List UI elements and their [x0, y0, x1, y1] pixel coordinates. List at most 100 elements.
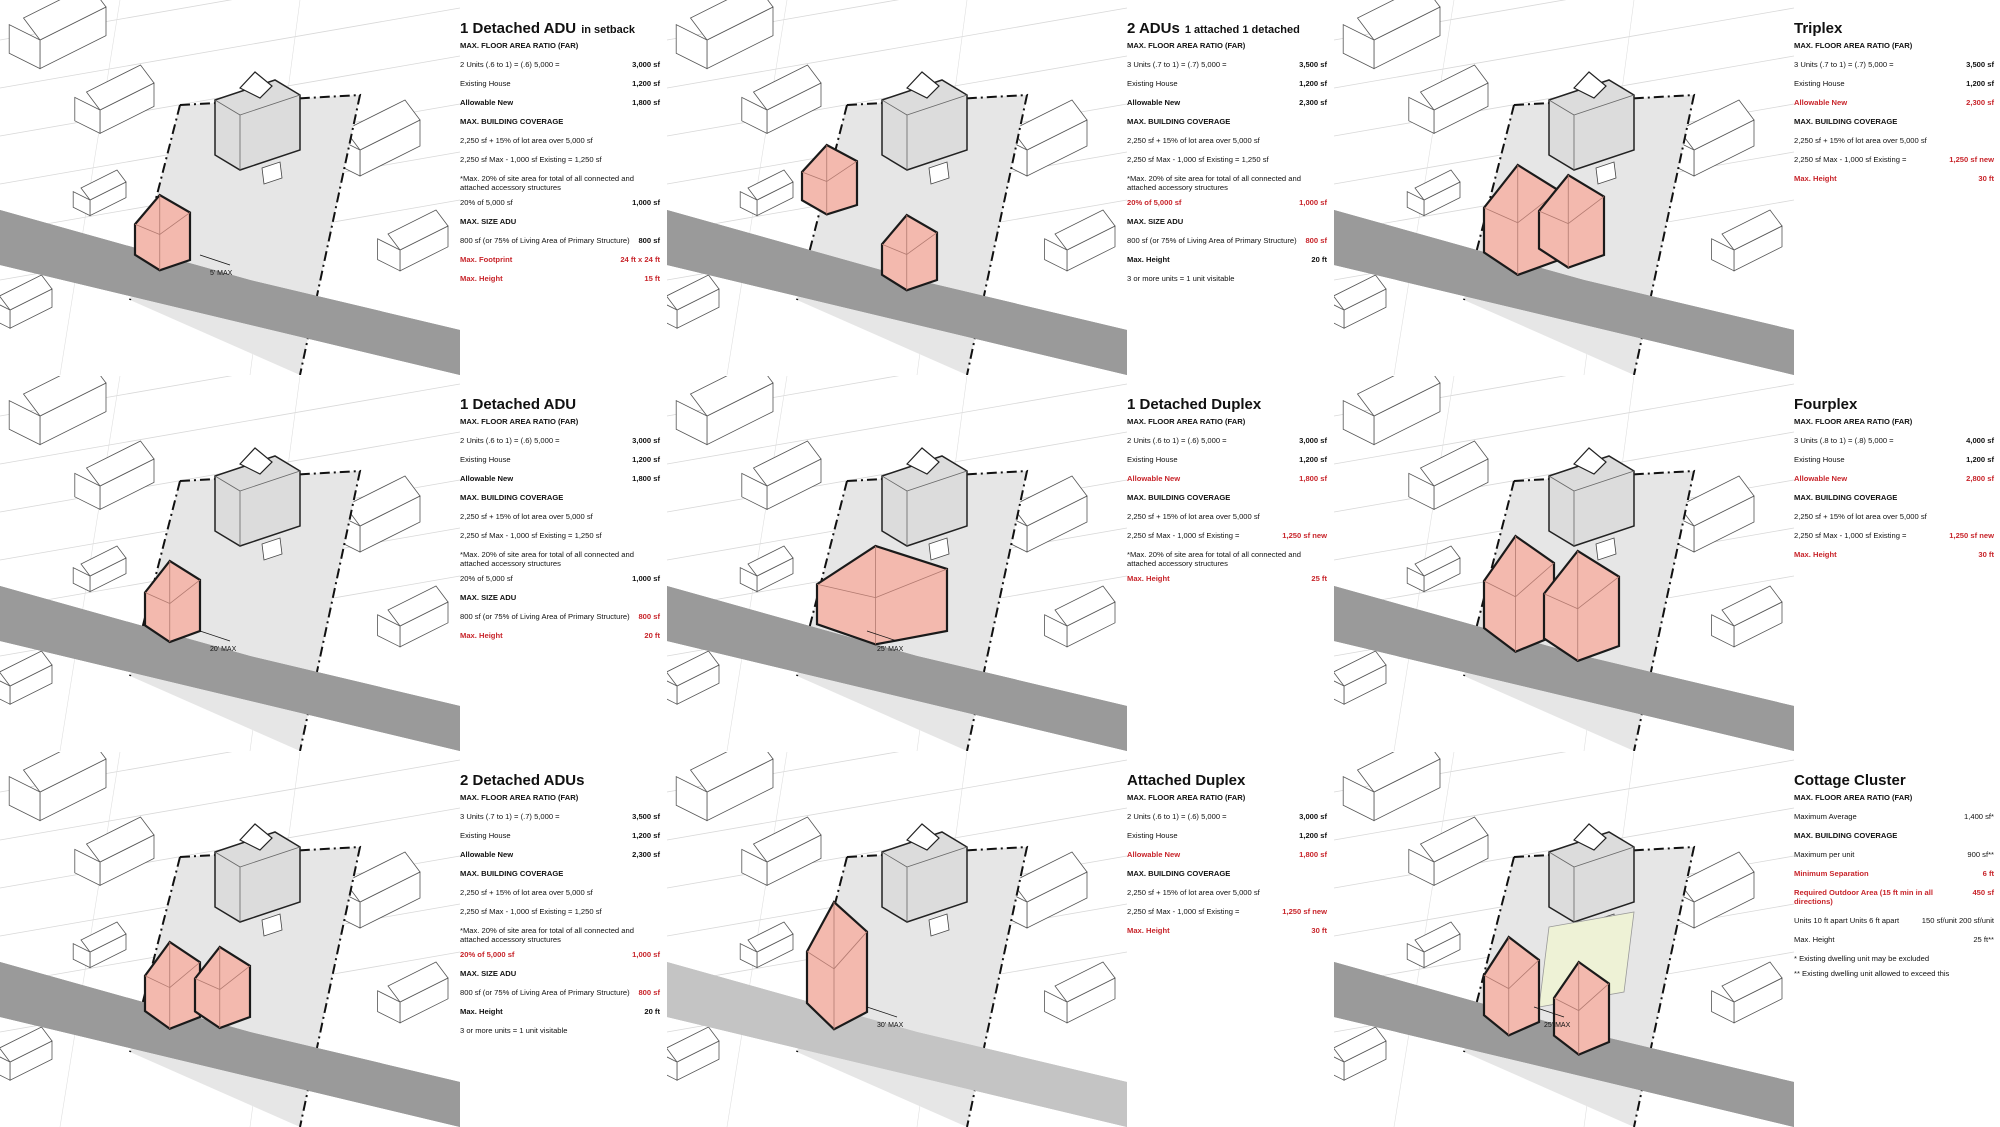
row-label: MAX. FLOOR AREA RATIO (FAR)	[1794, 793, 1913, 802]
row-label: MAX. SIZE ADU	[460, 969, 517, 978]
adu-edge	[1543, 593, 1578, 610]
section-heading: MAX. BUILDING COVERAGE	[460, 493, 660, 502]
existing-house-stair	[1595, 161, 1617, 185]
row-label: 2,250 sf + 15% of lot area over 5,000 sf	[460, 512, 593, 521]
neighbor-house-roof	[1334, 1026, 1387, 1063]
neighbor-house-roof	[1419, 64, 1489, 111]
adu-edge	[144, 592, 170, 604]
section-heading: MAX. SIZE ADU	[460, 217, 660, 226]
existing-house-dormer	[1573, 447, 1607, 475]
row-label: 800 sf (or 75% of Living Area of Primary…	[460, 612, 630, 621]
data-row: 3 Units (.8 to 1) = (.8) 5,000 =4,000 sf	[1794, 436, 1994, 445]
row-label: 2 Units (.6 to 1) = (.6) 5,000 =	[460, 60, 560, 69]
section-heading: MAX. BUILDING COVERAGE	[1127, 117, 1327, 126]
outline-line	[239, 470, 301, 492]
adu-edge	[219, 965, 251, 990]
row-label: MAX. BUILDING COVERAGE	[460, 869, 564, 878]
outline-line	[906, 846, 968, 868]
section-heading: MAX. BUILDING COVERAGE	[460, 117, 660, 126]
row-label: Allowable New	[1127, 474, 1181, 483]
row-label: MAX. BUILDING COVERAGE	[1127, 493, 1231, 502]
section-heading: MAX. SIZE ADU	[1127, 217, 1327, 226]
row-label: 20% of 5,000 sf	[1127, 198, 1182, 207]
site-axonometric: 25' MAX	[1334, 752, 1794, 1127]
street	[0, 586, 460, 751]
adu-edge	[1538, 210, 1569, 224]
row-label: MAX. BUILDING COVERAGE	[1127, 117, 1231, 126]
section-heading: MAX. FLOOR AREA RATIO (FAR)	[1127, 793, 1327, 802]
data-row: ** Existing dwelling unit allowed to exc…	[1794, 969, 1994, 978]
neighbor-house-side	[1334, 1056, 1345, 1081]
row-label: Existing House	[1794, 455, 1845, 464]
row-label: Existing House	[1127, 831, 1178, 840]
row-label: Max. Height	[1794, 550, 1837, 559]
neighbor-house-roof	[80, 545, 127, 577]
section-heading: MAX. SIZE ADU	[460, 969, 660, 978]
panel-title: Triplex	[1794, 20, 1994, 37]
row-value: 1,200 sf	[1966, 455, 1994, 464]
row-value: 20 ft	[644, 1007, 660, 1016]
neighbor-house-roof	[1054, 961, 1116, 1003]
row-label: Allowable New	[460, 98, 514, 107]
neighbor-house-roof	[387, 585, 449, 627]
neighbor-house-side	[0, 1056, 11, 1081]
section-heading: MAX. FLOOR AREA RATIO (FAR)	[1794, 417, 1994, 426]
section-heading: MAX. FLOOR AREA RATIO (FAR)	[1127, 417, 1327, 426]
site-scene	[0, 752, 460, 1127]
panel-title: 2 ADUs 1 attached 1 detached	[1127, 20, 1327, 37]
row-value: 2,300 sf	[1966, 98, 1994, 107]
site-scene	[667, 0, 1127, 375]
neighbor-house-roof	[387, 961, 449, 1003]
setback-label: 20' MAX	[210, 646, 237, 653]
adu-edge	[194, 978, 220, 990]
neighbor-house-side	[1406, 190, 1425, 217]
section-heading: MAX. FLOOR AREA RATIO (FAR)	[1794, 793, 1994, 802]
neighbor-house-roof	[80, 169, 127, 201]
panel-title: 1 Detached ADU	[460, 396, 660, 413]
neighbor-house-side	[8, 399, 41, 446]
street	[667, 210, 1127, 375]
row-label: Allowable New	[460, 850, 514, 859]
neighbor-house-side	[675, 399, 708, 446]
panel-title: Attached Duplex	[1127, 772, 1327, 789]
neighbor-house-roof	[1721, 209, 1783, 251]
neighbor-house-side	[74, 472, 101, 511]
neighbor-house-side	[72, 942, 91, 969]
row-label: 2,250 sf + 15% of lot area over 5,000 sf	[1127, 512, 1260, 521]
adu-edge	[169, 961, 201, 988]
row-value: 800 sf	[638, 988, 660, 997]
row-value: 1,200 sf	[632, 79, 660, 88]
neighbor-house-side	[1711, 238, 1735, 272]
row-label: Allowable New	[1127, 850, 1181, 859]
outline-line	[1548, 475, 1575, 492]
row-label: MAX. FLOOR AREA RATIO (FAR)	[1127, 793, 1246, 802]
adu-edge	[806, 951, 835, 970]
street	[667, 962, 1127, 1127]
neighbor-house-roof	[1721, 585, 1783, 627]
row-label: MAX. BUILDING COVERAGE	[1794, 493, 1898, 502]
neighbor-house-side	[1406, 942, 1425, 969]
row-value: 3,000 sf	[1299, 436, 1327, 445]
row-value: 1,800 sf	[1299, 850, 1327, 859]
site-scene: 25' MAX	[1334, 752, 1794, 1127]
row-value: 15 ft	[644, 274, 660, 283]
row-value: 30 ft	[1978, 550, 1994, 559]
neighbor-house-roof	[747, 545, 794, 577]
neighbor-house-side	[741, 96, 768, 135]
adu-edge	[1553, 997, 1579, 1011]
row-value: 150 sf/unit 200 sf/unit	[1921, 916, 1994, 925]
outline-line	[214, 851, 241, 868]
data-row: *Max. 20% of site area for total of all …	[460, 174, 660, 192]
panel-title: Fourplex	[1794, 396, 1994, 413]
section-heading: MAX. FLOOR AREA RATIO (FAR)	[460, 41, 660, 50]
outline-line	[0, 7, 460, 89]
data-row: 2,250 sf + 15% of lot area over 5,000 sf	[1794, 512, 1994, 521]
row-value: 3,500 sf	[1299, 60, 1327, 69]
